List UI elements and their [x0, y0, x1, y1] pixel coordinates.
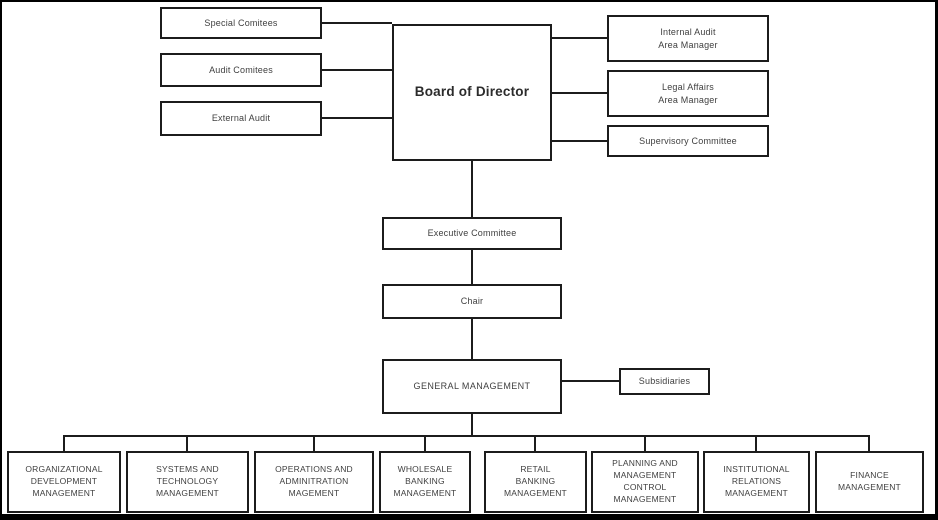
node-dept-retail-banking-management: RETAIL BANKING MANAGEMENT	[484, 451, 587, 513]
connector-bus-dept-6	[755, 435, 757, 451]
node-legal-affairs-area-manager: Legal Affairs Area Manager	[607, 70, 769, 117]
connector-board-legal-affairs	[552, 92, 607, 94]
connector-chair-general-management	[471, 319, 473, 359]
connector-special-committees-board	[322, 22, 392, 24]
node-dept-systems-and-technology-management: SYSTEMS AND TECHNOLOGY MANAGEMENT	[126, 451, 249, 513]
connector-bus-dept-7	[868, 435, 870, 451]
connector-departments-bus	[63, 435, 870, 437]
node-special-committees: Special Comitees	[160, 7, 322, 39]
connector-audit-committees-board	[322, 69, 392, 71]
connector-board-supervisory-committee	[552, 140, 607, 142]
node-dept-planning-and-management-control-management: PLANNING AND MANAGEMENT CONTROL MANAGEME…	[591, 451, 699, 513]
connector-bus-dept-1	[186, 435, 188, 451]
node-dept-organizational-development-management: ORGANIZATIONAL DEVELOPMENT MANAGEMENT	[7, 451, 121, 513]
node-supervisory-committee: Supervisory Committee	[607, 125, 769, 157]
connector-bus-dept-4	[534, 435, 536, 451]
node-dept-finance-management: FINANCE MANAGEMENT	[815, 451, 924, 513]
connector-board-internal-audit	[552, 37, 607, 39]
connector-bus-dept-5	[644, 435, 646, 451]
connector-general-management-subsidiaries	[562, 380, 619, 382]
node-external-audit: External Audit	[160, 101, 322, 136]
node-dept-wholesale-banking-management: WHOLESALE BANKING MANAGEMENT	[379, 451, 471, 513]
node-chair: Chair	[382, 284, 562, 319]
connector-board-executive-committee	[471, 161, 473, 217]
node-dept-institutional-relations-management: INSTITUTIONAL RELATIONS MANAGEMENT	[703, 451, 810, 513]
node-audit-committees: Audit Comitees	[160, 53, 322, 87]
connector-executive-committee-chair	[471, 250, 473, 284]
connector-general-management-bus	[471, 414, 473, 435]
node-general-management: GENERAL MANAGEMENT	[382, 359, 562, 414]
node-executive-committee: Executive Committee	[382, 217, 562, 250]
connector-bus-dept-0	[63, 435, 65, 451]
node-dept-operations-and-administration-management: OPERATIONS AND ADMINITRATION MAGEMENT	[254, 451, 374, 513]
connector-external-audit-board	[322, 117, 392, 119]
node-internal-audit-area-manager: Internal Audit Area Manager	[607, 15, 769, 62]
node-board-of-director: Board of Director	[392, 24, 552, 161]
node-subsidiaries: Subsidiaries	[619, 368, 710, 395]
connector-bus-dept-3	[424, 435, 426, 451]
connector-bus-dept-2	[313, 435, 315, 451]
